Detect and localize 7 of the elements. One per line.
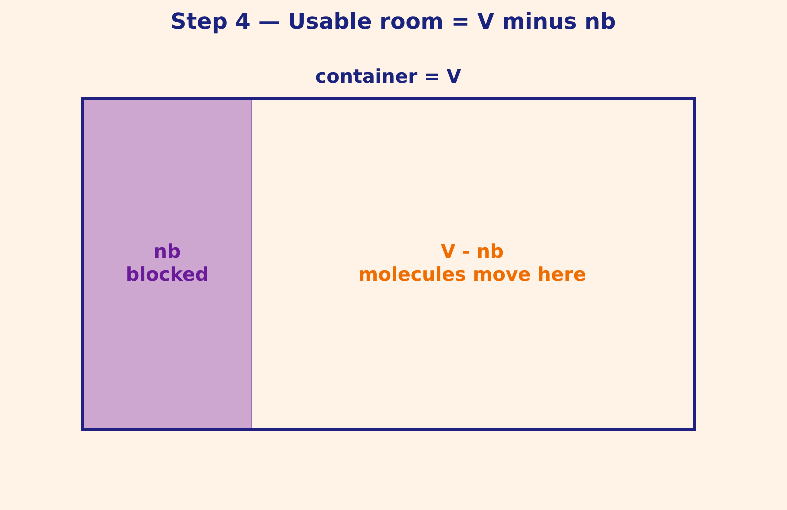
region-label: blocked — [126, 264, 210, 287]
region-label: V - nb — [441, 241, 504, 264]
container-label: container = V — [314, 66, 462, 88]
region-label: nb — [154, 241, 182, 264]
region-label: molecules move here — [358, 264, 586, 287]
title: Step 4 — Usable room = V minus nb — [170, 10, 618, 35]
blocked-region — [84, 100, 252, 428]
